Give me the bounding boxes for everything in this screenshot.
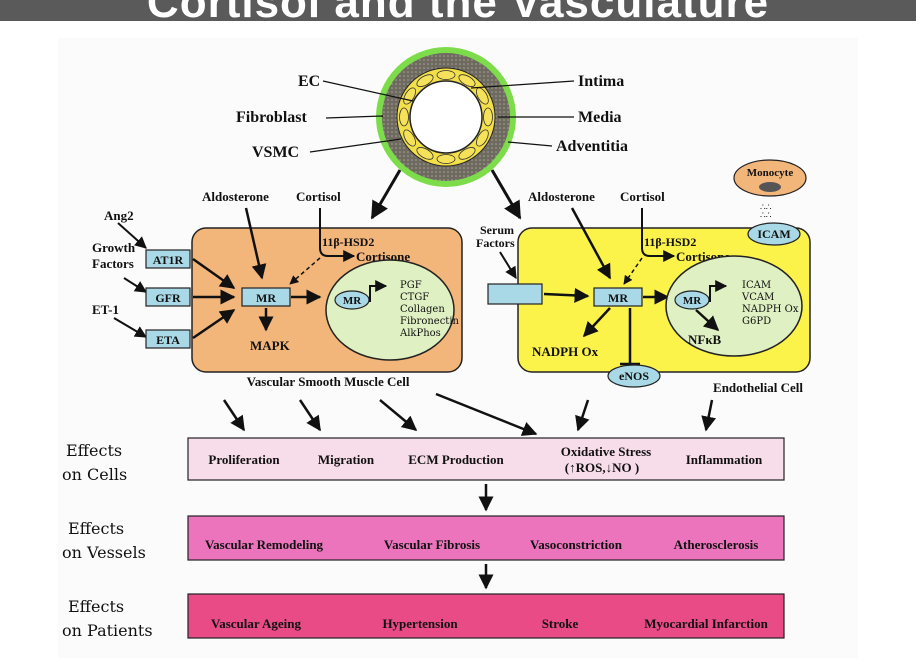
label-ec: EC	[298, 73, 320, 90]
receptor-at1r	[145, 249, 191, 269]
endo-nucleus-mr-label: MR	[683, 295, 702, 307]
media-cell	[458, 74, 476, 87]
vessel-cross-section	[376, 47, 516, 187]
input-growth: Growth	[92, 240, 136, 255]
vsmc-gene-3: Fibronectin	[400, 316, 460, 327]
signal-dots: ∴∴ ∴∴	[760, 203, 772, 221]
vessel-smooth-muscle-cells	[399, 70, 493, 164]
vsmc-gene-2: Collagen	[400, 304, 445, 315]
enos-label: eNOS	[619, 369, 649, 383]
endo-nadph: NADPH Ox	[532, 344, 599, 359]
label-adventitia: Adventitia	[556, 138, 628, 155]
input-et1: ET-1	[92, 302, 119, 317]
endo-receptor	[487, 283, 543, 305]
svg-text:∴∴: ∴∴	[760, 203, 772, 213]
endo-hsd2: 11β-HSD2	[644, 235, 696, 249]
endo-caption: Endothelial Cell	[713, 380, 803, 395]
vsmc-aldosterone: Aldosterone	[202, 189, 269, 204]
serum-label: Serum	[480, 223, 514, 237]
label-intima: Intima	[578, 73, 624, 90]
vsmc-gene-4: AlkPhos	[399, 328, 441, 339]
effects-vessels-label-2: on Vessels	[62, 543, 146, 562]
svg-text:∴∴: ∴∴	[760, 211, 772, 221]
input-ang2: Ang2	[104, 208, 134, 223]
vsmc-caption: Vascular Smooth Muscle Cell	[247, 374, 410, 389]
effects-vessels-box	[187, 515, 785, 561]
effects-cells-item-1: Migration	[318, 452, 375, 467]
vsmc-mapk: MAPK	[250, 338, 291, 353]
media-cell	[476, 87, 489, 105]
receptor-gfr-label: GFR	[155, 291, 181, 305]
effects-vessels-item-1: Vascular Fibrosis	[384, 537, 480, 552]
monocyte	[733, 159, 807, 197]
effects-cells-item-0: Proliferation	[208, 452, 280, 467]
effects-patients-item-2: Stroke	[542, 616, 579, 631]
effects-vessels-item-3: Atherosclerosis	[674, 537, 759, 552]
vsmc-mr-label: MR	[256, 291, 276, 305]
endo-mr	[593, 287, 643, 307]
label-fibroblast: Fibroblast	[236, 109, 308, 126]
vsmc-cortisol: Cortisol	[296, 189, 341, 204]
media-cell	[436, 154, 456, 164]
effects-patients-label-1: Effects	[68, 597, 124, 616]
vsmc-hsd2: 11β-HSD2	[322, 235, 374, 249]
effects-patients-item-3: Myocardial Infarction	[644, 616, 768, 631]
media-cell	[403, 129, 416, 147]
effects-cells-label-1: Effects	[66, 441, 122, 460]
endo-nucleus	[665, 255, 803, 357]
effects-patients-box	[187, 593, 785, 639]
media-cell	[416, 147, 434, 160]
label-media: Media	[578, 109, 622, 126]
vsmc-gene-1: CTGF	[400, 292, 429, 303]
endo-cortisol: Cortisol	[620, 189, 665, 204]
vessel-lumen	[409, 80, 483, 154]
media-cell	[436, 70, 456, 80]
receptor-gfr	[145, 287, 191, 307]
vsmc-nucleus	[325, 259, 455, 361]
media-cell	[416, 74, 434, 87]
effects-cells-oxidative-2: (↑ROS,↓NO )	[565, 460, 639, 475]
endo-gene-3: G6PD	[742, 316, 771, 327]
monocyte-label: Monocyte	[747, 167, 794, 179]
label-vsmc: VSMC	[252, 144, 299, 161]
monocyte-nucleus	[759, 182, 781, 192]
effects-cells-oxidative-1: Oxidative Stress	[561, 444, 651, 459]
effects-cells-item-3: Inflammation	[686, 452, 763, 467]
endo-mr-label: MR	[608, 291, 628, 305]
effects-vessels-item-0: Vascular Remodeling	[205, 537, 324, 552]
endo-gene-2: NADPH Ox	[742, 304, 799, 315]
media-cell	[483, 107, 493, 127]
media-cell	[458, 147, 476, 160]
endo-nfkb: NFκB	[688, 332, 722, 347]
serum-factors-label: Factors	[476, 236, 515, 250]
vsmc-gene-0: PGF	[400, 280, 422, 291]
effects-patients-item-1: Hypertension	[382, 616, 458, 631]
input-factors: Factors	[92, 256, 134, 271]
endo-gene-0: ICAM	[742, 280, 771, 291]
effects-vessels-item-2: Vasoconstriction	[530, 537, 623, 552]
receptor-eta-label: ETA	[156, 333, 180, 347]
icam-top-label: ICAM	[757, 227, 790, 241]
media-cell	[399, 107, 409, 127]
endo-gene-1: VCAM	[741, 292, 774, 303]
vsmc-nucleus-mr-label: MR	[343, 295, 362, 307]
receptor-at1r-label: AT1R	[153, 253, 184, 267]
enos	[607, 364, 661, 388]
effects-cells-item-2: ECM Production	[408, 452, 504, 467]
effects-patients-label-2: on Patients	[62, 621, 153, 640]
media-cell	[476, 129, 489, 147]
effects-vessels-label-1: Effects	[68, 519, 124, 538]
vsmc-mr	[241, 287, 291, 307]
receptor-eta	[145, 329, 191, 349]
diagram-svg: EC Fibroblast VSMC Intima Media Adventit…	[62, 47, 811, 640]
effects-cells-box	[187, 437, 785, 481]
effects-patients-item-0: Vascular Ageing	[211, 616, 301, 631]
icam-top	[747, 222, 801, 246]
title-banner: Cortisol and the Vasculature	[0, 0, 916, 21]
banner-title: Cortisol and the Vasculature	[0, 0, 916, 21]
effects-cells-label-2: on Cells	[62, 465, 127, 484]
endo-aldosterone: Aldosterone	[528, 189, 595, 204]
diagram-canvas: EC Fibroblast VSMC Intima Media Adventit…	[58, 38, 858, 658]
